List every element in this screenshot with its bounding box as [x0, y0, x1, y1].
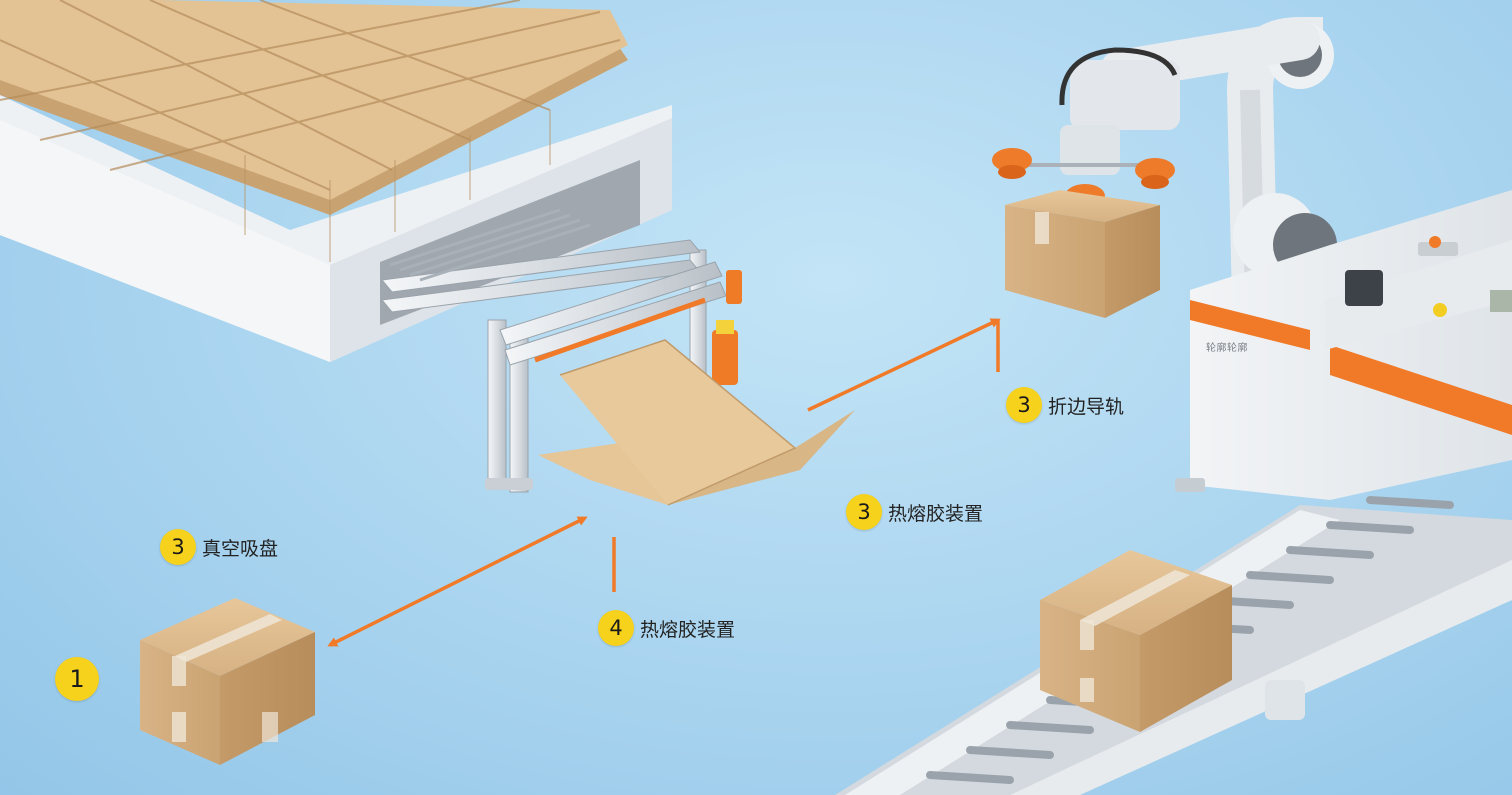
callout-vacuum-cup: 3 真空吸盘 — [160, 529, 278, 565]
callout-number-badge: 3 — [1006, 387, 1042, 423]
blank-hopper — [0, 0, 672, 362]
arrow-blank-to-robot — [807, 318, 1001, 412]
callout-label: 折边导轨 — [1048, 395, 1125, 418]
callout-hot-melt-bottom: 4 热熔胶装置 — [598, 610, 735, 646]
callout-number-badge: 1 — [55, 657, 99, 701]
callout-hot-melt-right: 3 热熔胶装置 — [846, 494, 983, 530]
folding-blank — [538, 339, 855, 506]
callout-label: 热熔胶装置 — [640, 618, 736, 641]
box-on-conveyor — [1040, 550, 1232, 732]
machine-label: 轮廓轮廓 — [1206, 343, 1248, 354]
callout-number-badge: 3 — [846, 494, 882, 530]
callout-number-badge: 4 — [598, 610, 634, 646]
vacuum-gantry — [381, 208, 742, 493]
callout-label: 真空吸盘 — [202, 537, 279, 560]
finished-box — [140, 598, 315, 765]
callout-folding-rail: 3 折边导轨 — [1006, 387, 1124, 423]
flow-arrows — [327, 318, 1001, 647]
callout-label: 热熔胶装置 — [888, 502, 984, 525]
arrow-box-to-blank — [327, 516, 588, 647]
sealing-machine — [1175, 190, 1512, 500]
callout-finished-box: 1 — [55, 657, 99, 701]
callout-number-badge: 3 — [160, 529, 196, 565]
box-held-by-robot — [1005, 190, 1160, 318]
cardboard-blank-stacks — [0, 0, 628, 262]
